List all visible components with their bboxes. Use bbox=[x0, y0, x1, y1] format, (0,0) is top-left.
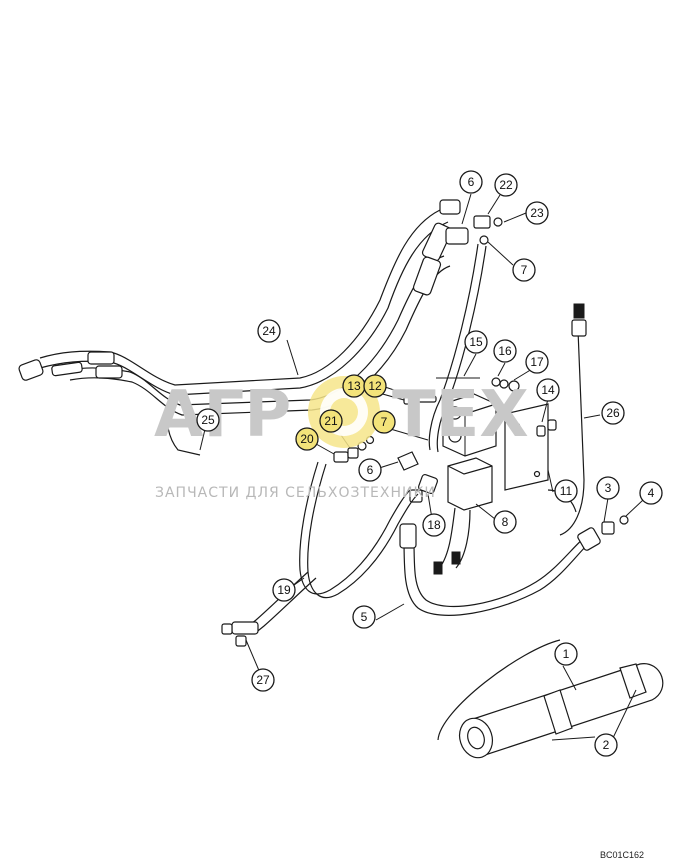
callout-4-label: 4 bbox=[648, 486, 655, 500]
callout-1: 1 bbox=[554, 642, 578, 666]
callout-20-label: 20 bbox=[300, 432, 314, 446]
callout-19: 19 bbox=[272, 578, 296, 602]
callout-11: 11 bbox=[554, 479, 578, 503]
callout-14: 14 bbox=[536, 378, 560, 402]
callout-15-label: 15 bbox=[469, 335, 483, 349]
callout-13-label: 13 bbox=[347, 379, 361, 393]
callout-17-label: 17 bbox=[530, 355, 544, 369]
callout-26-label: 26 bbox=[606, 406, 620, 420]
callout-23: 23 bbox=[525, 201, 549, 225]
callout-23-label: 23 bbox=[530, 206, 544, 220]
callouts: 6 22 23 7 24 25 15 16 17 14 26 13 12 21 … bbox=[196, 170, 663, 757]
callout-6-mid: 6 bbox=[358, 458, 382, 482]
callout-7-mid-label: 7 bbox=[381, 415, 388, 429]
callout-16: 16 bbox=[493, 339, 517, 363]
callout-14-label: 14 bbox=[541, 383, 555, 397]
hose-pair-24-25 bbox=[18, 199, 461, 456]
callout-2-label: 2 bbox=[603, 738, 610, 752]
callout-11-label: 11 bbox=[560, 484, 573, 498]
callout-4: 4 bbox=[639, 481, 663, 505]
callout-6-top: 6 bbox=[459, 170, 483, 194]
callout-21-label: 21 bbox=[324, 414, 338, 428]
callout-8-label: 8 bbox=[502, 515, 509, 529]
callout-25: 25 bbox=[196, 408, 220, 432]
callout-3-label: 3 bbox=[605, 481, 612, 495]
callout-21: 21 bbox=[319, 409, 343, 433]
callout-19-label: 19 bbox=[277, 583, 291, 597]
hoses-lower bbox=[221, 461, 629, 647]
callout-22-label: 22 bbox=[499, 178, 513, 192]
callout-5: 5 bbox=[352, 605, 376, 629]
callout-13: 13 bbox=[342, 374, 366, 398]
fitting-group-top bbox=[428, 215, 503, 453]
callout-6-top-label: 6 bbox=[468, 175, 475, 189]
callout-7-top-label: 7 bbox=[521, 263, 528, 277]
callout-7-mid: 7 bbox=[372, 410, 396, 434]
valve-block-assembly bbox=[403, 303, 587, 575]
callout-22: 22 bbox=[494, 173, 518, 197]
cylinder-assembly bbox=[437, 639, 664, 759]
drawing-code: BC01C162 bbox=[600, 850, 644, 860]
callout-12-label: 12 bbox=[368, 379, 382, 393]
callout-25-label: 25 bbox=[201, 413, 215, 427]
callout-5-label: 5 bbox=[361, 610, 368, 624]
callout-16-label: 16 bbox=[498, 344, 512, 358]
callout-18-label: 18 bbox=[427, 518, 441, 532]
watermark-logo-right: ТЕХ bbox=[392, 378, 529, 452]
watermark-tagline: ЗАПЧАСТИ ДЛЯ СЕЛЬХОЗТЕХНИКИ bbox=[155, 485, 436, 501]
callout-27: 27 bbox=[251, 668, 275, 692]
callout-1-label: 1 bbox=[563, 647, 570, 661]
callout-3: 3 bbox=[596, 476, 620, 500]
callout-17: 17 bbox=[525, 350, 549, 374]
callout-20: 20 bbox=[295, 427, 319, 451]
callout-24-label: 24 bbox=[262, 324, 276, 338]
callout-18: 18 bbox=[422, 513, 446, 537]
callout-24: 24 bbox=[257, 319, 281, 343]
callout-27-label: 27 bbox=[256, 673, 270, 687]
callout-2: 2 bbox=[594, 733, 618, 757]
callout-6-mid-label: 6 bbox=[367, 463, 374, 477]
callout-7-top: 7 bbox=[512, 258, 536, 282]
callout-15: 15 bbox=[464, 330, 488, 354]
callout-8: 8 bbox=[493, 510, 517, 534]
callout-26: 26 bbox=[601, 401, 625, 425]
callout-12: 12 bbox=[363, 374, 387, 398]
watermark-logo-left: АГР bbox=[154, 378, 291, 452]
